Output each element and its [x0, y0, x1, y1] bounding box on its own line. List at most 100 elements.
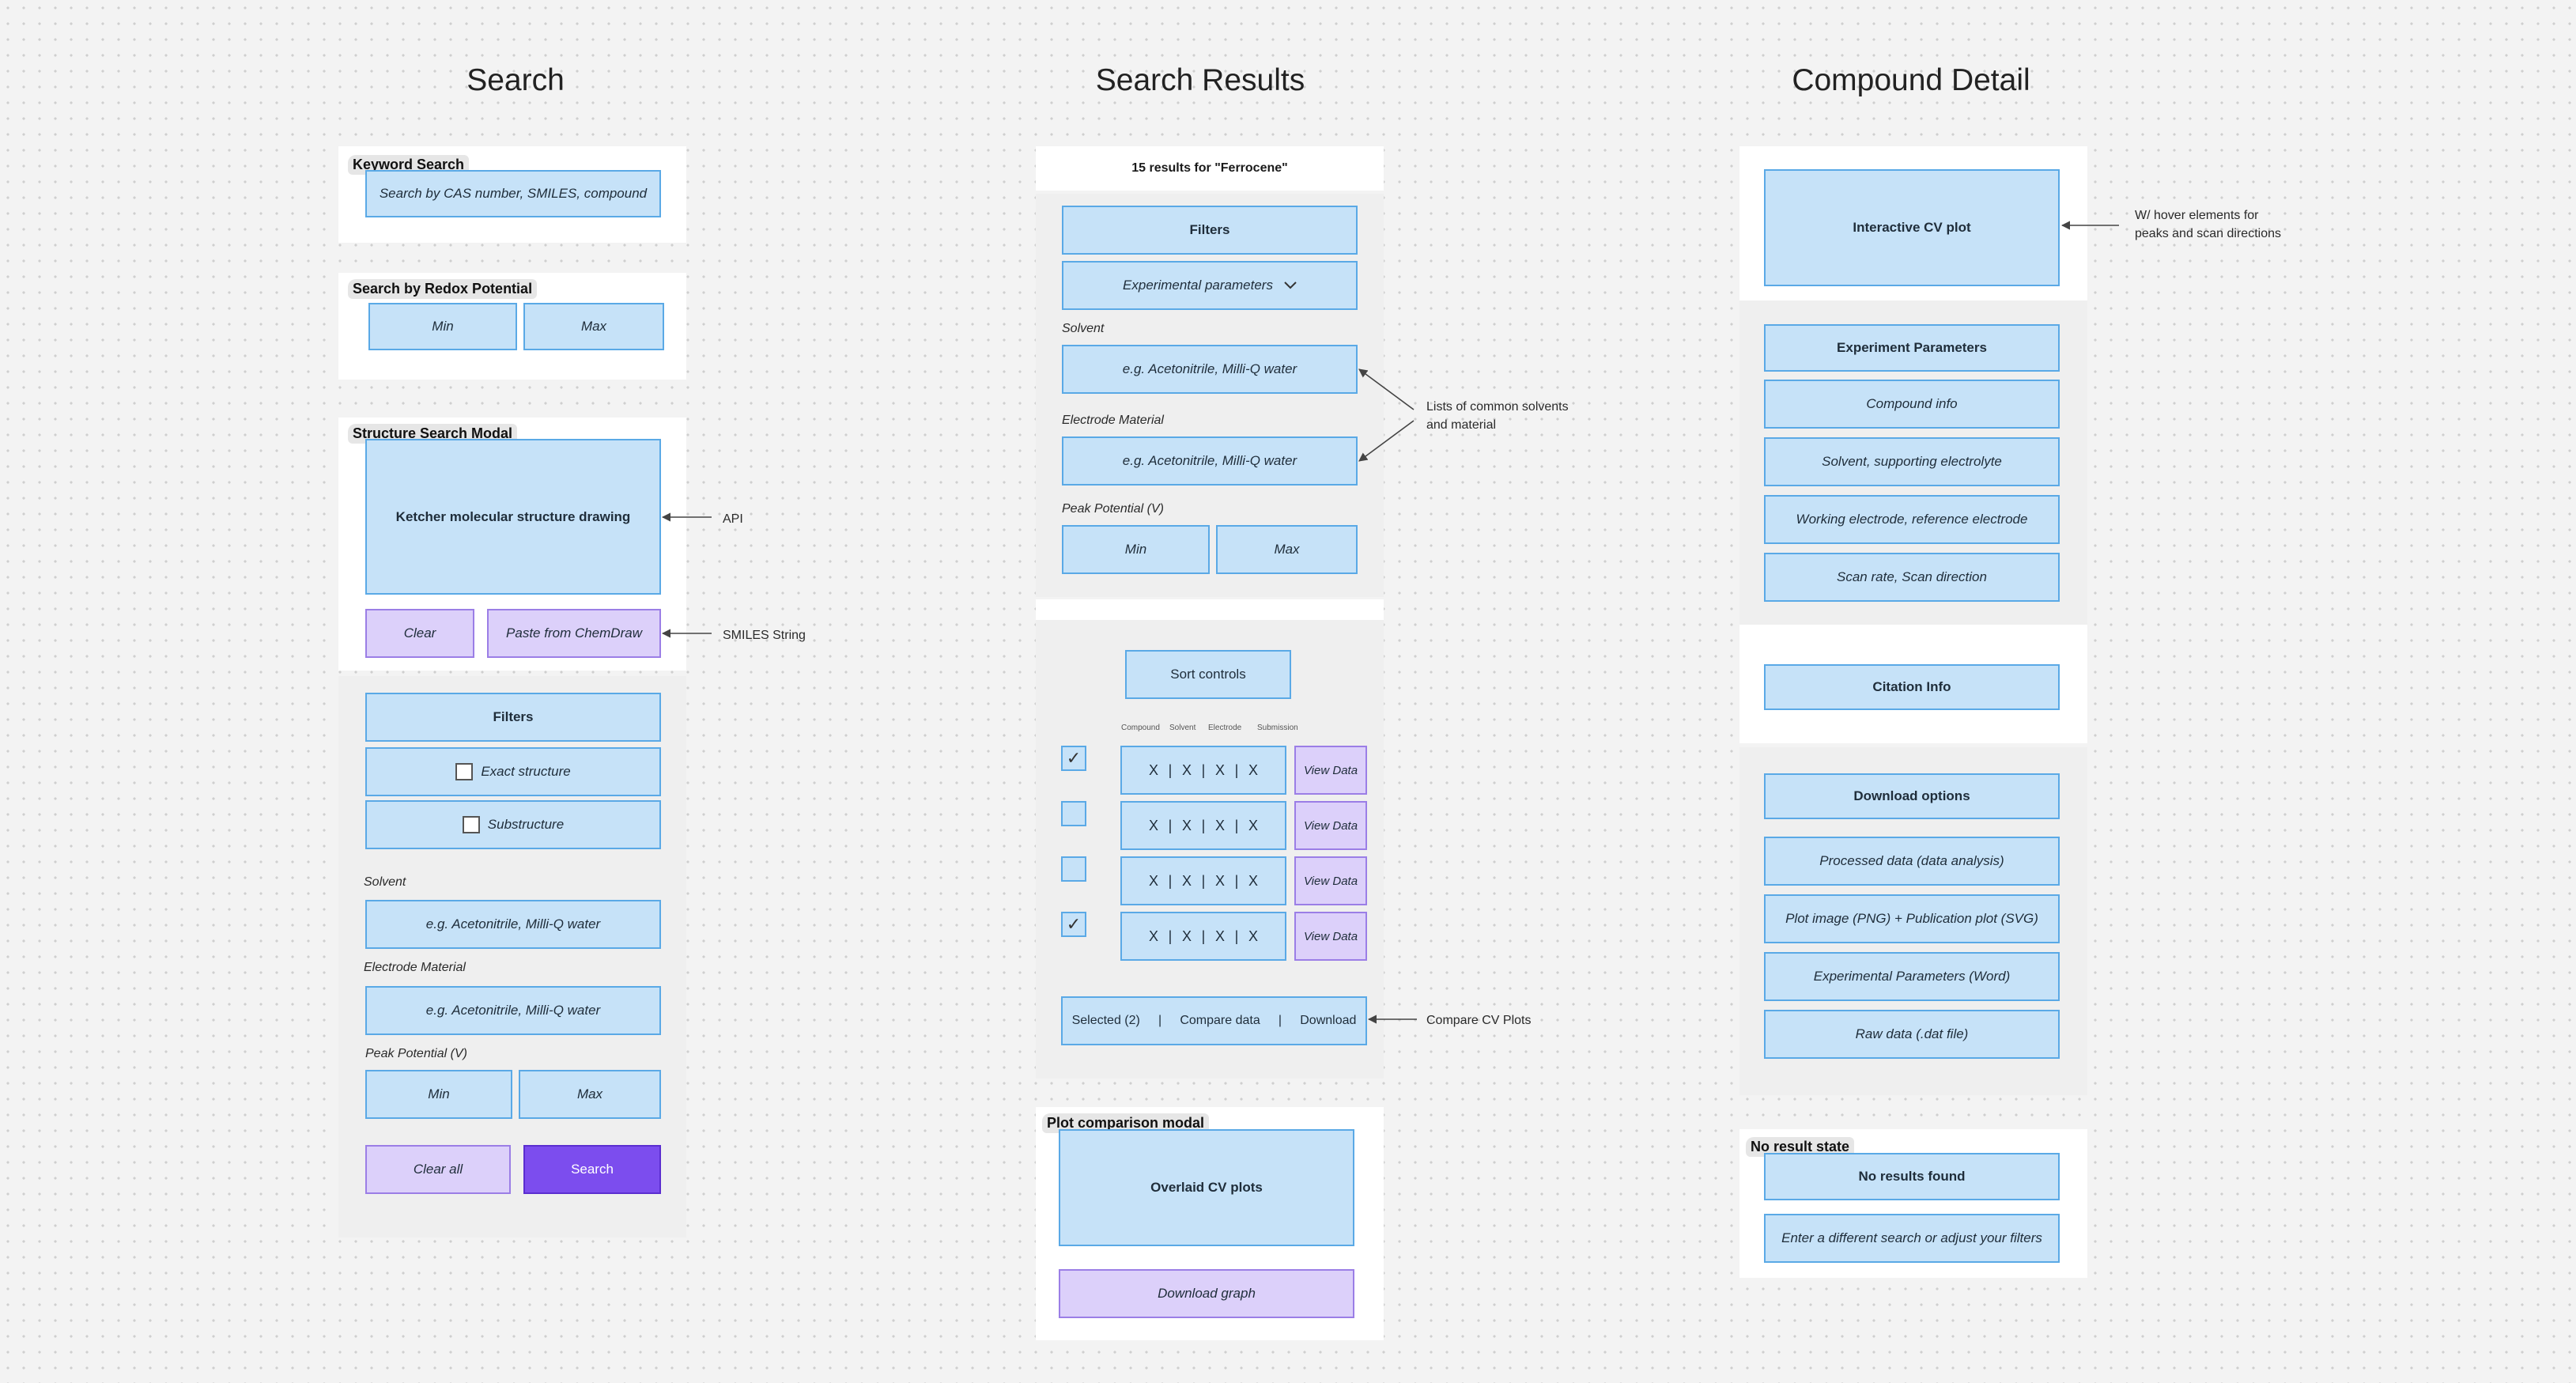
scan-info: Scan rate, Scan direction — [1764, 553, 2060, 602]
column-header-compound: Compound — [1121, 724, 1160, 732]
results-peak-max-input[interactable]: Max — [1216, 525, 1358, 574]
row-4-electrode: X — [1214, 928, 1225, 944]
result-row-3[interactable]: X|X|X|X — [1120, 856, 1286, 905]
row-3-submission: X — [1248, 872, 1258, 889]
row-2-submission: X — [1248, 817, 1258, 833]
result-row-4[interactable]: X | X | X | X — [1120, 912, 1286, 961]
row-1-submission: X — [1248, 761, 1258, 778]
row-1-compound: X — [1148, 761, 1158, 778]
row-3-separator: | — [1168, 872, 1173, 889]
results-solvent-label: Solvent — [1062, 322, 1105, 335]
search-peak-min-input[interactable]: Min — [365, 1070, 512, 1119]
search-solvent-input[interactable]: e.g. Acetonitrile, Milli-Q water — [365, 900, 661, 949]
column-header-electrode: Electrode — [1208, 724, 1242, 732]
download-raw-data[interactable]: Raw data (.dat file) — [1764, 1010, 2060, 1059]
selected-count: Selected (2) — [1071, 1014, 1140, 1027]
row-2-checkbox[interactable] — [1061, 801, 1086, 826]
checkmark-icon: ✓ — [1066, 914, 1082, 934]
clear-structure-button[interactable]: Clear — [365, 609, 474, 658]
download-graph-button[interactable]: Download graph — [1059, 1269, 1354, 1318]
row-4-separator: | — [1234, 928, 1239, 944]
substructure-checkbox[interactable] — [462, 816, 480, 833]
column-header-submission: Submission — [1257, 724, 1298, 732]
search-peak-label: Peak Potential (V) — [365, 1047, 467, 1060]
result-row-2[interactable]: X|X|X|X — [1120, 801, 1286, 850]
row-1-separator: | — [1168, 761, 1173, 778]
no-results-hint: Enter a different search or adjust your … — [1764, 1214, 2060, 1263]
row-2-separator: | — [1201, 817, 1206, 833]
solvent-info: Solvent, supporting electrolyte — [1764, 437, 2060, 486]
row-1-separator: | — [1234, 761, 1239, 778]
row-2-separator: | — [1234, 817, 1239, 833]
row-1-separator: | — [1201, 761, 1206, 778]
row-4-separator: | — [1168, 928, 1173, 944]
compare-data-button[interactable]: Compare data — [1180, 1014, 1260, 1027]
search-results-heading: Search Results — [1095, 63, 1305, 97]
download-experimental-parameters[interactable]: Experimental Parameters (Word) — [1764, 952, 2060, 1001]
row-1-view-data-button[interactable]: View Data — [1294, 746, 1367, 795]
exact-structure-option[interactable]: Exact structure — [365, 747, 661, 796]
download-options-header: Download options — [1764, 773, 2060, 819]
chevron-down-icon — [1284, 282, 1297, 289]
keyword-search-input[interactable]: Search by CAS number, SMILES, compound — [365, 170, 661, 217]
results-peak-min-input[interactable]: Min — [1062, 525, 1210, 574]
substructure-label: Substructure — [487, 817, 565, 832]
compound-detail-heading: Compound Detail — [1792, 63, 2030, 97]
row-3-electrode: X — [1214, 872, 1225, 889]
row-4-submission: X — [1248, 928, 1258, 944]
row-1-solvent: X — [1181, 761, 1192, 778]
hover-note: W/ hover elements for peaks and scan dir… — [2135, 206, 2281, 243]
row-3-compound: X — [1148, 872, 1158, 889]
results-electrode-label: Electrode Material — [1062, 414, 1164, 427]
result-row-1[interactable]: X|X|X|X — [1120, 746, 1286, 795]
lists-note: Lists of common solvents and material — [1426, 398, 1569, 434]
results-filters-header: Filters — [1062, 206, 1358, 255]
row-4-separator: | — [1201, 928, 1206, 944]
row-4-checkbox[interactable]: ✓ — [1061, 912, 1086, 937]
redox-max-input[interactable]: Max — [523, 303, 664, 350]
lists-note-line-1: Lists of common solvents — [1426, 400, 1569, 414]
overlaid-cv-plots[interactable]: Overlaid CV plots — [1059, 1129, 1354, 1246]
sort-controls-button[interactable]: Sort controls — [1125, 650, 1291, 699]
search-button[interactable]: Search — [523, 1145, 661, 1194]
search-electrode-label: Electrode Material — [364, 961, 466, 974]
row-2-view-data-button[interactable]: View Data — [1294, 801, 1367, 850]
experimental-parameters-dropdown[interactable]: Experimental parameters — [1062, 261, 1358, 310]
substructure-option[interactable]: Substructure — [365, 800, 661, 849]
row-4-compound: X — [1148, 928, 1158, 944]
row-3-view-data-button[interactable]: View Data — [1294, 856, 1367, 905]
lists-note-line-2: and material — [1426, 418, 1497, 433]
experiment-parameters-header: Experiment Parameters — [1764, 324, 2060, 372]
search-solvent-label: Solvent — [364, 875, 406, 889]
exact-structure-checkbox[interactable] — [455, 763, 474, 780]
bulk-action-bar: Selected (2) | Compare data | Download — [1061, 996, 1367, 1045]
row-3-checkbox[interactable] — [1061, 856, 1086, 882]
download-processed-data[interactable]: Processed data (data analysis) — [1764, 837, 2060, 886]
electrode-info: Working electrode, reference electrode — [1764, 495, 2060, 544]
row-2-electrode: X — [1214, 817, 1225, 833]
row-3-separator: | — [1234, 872, 1239, 889]
row-4-view-data-button[interactable]: View Data — [1294, 912, 1367, 961]
redox-min-input[interactable]: Min — [368, 303, 517, 350]
download-plot-image[interactable]: Plot image (PNG) + Publication plot (SVG… — [1764, 894, 2060, 943]
column-header-solvent: Solvent — [1169, 724, 1196, 732]
search-electrode-input[interactable]: e.g. Acetonitrile, Milli-Q water — [365, 986, 661, 1035]
api-note: API — [723, 512, 743, 526]
ketcher-drawing-area[interactable]: Ketcher molecular structure drawing — [365, 439, 661, 595]
results-solvent-input[interactable]: e.g. Acetonitrile, Milli-Q water — [1062, 345, 1358, 394]
clear-all-button[interactable]: Clear all — [365, 1145, 511, 1194]
download-button[interactable]: Download — [1300, 1014, 1357, 1027]
search-filters-header: Filters — [365, 693, 661, 742]
row-2-compound: X — [1148, 817, 1158, 833]
search-heading: Search — [466, 63, 565, 97]
hover-note-line-2: peaks and scan directions — [2135, 227, 2281, 241]
results-electrode-input[interactable]: e.g. Acetonitrile, Milli-Q water — [1062, 436, 1358, 486]
citation-info[interactable]: Citation Info — [1764, 664, 2060, 710]
row-4-solvent: X — [1181, 928, 1192, 944]
interactive-cv-plot[interactable]: Interactive CV plot — [1764, 169, 2060, 286]
paste-chemdraw-button[interactable]: Paste from ChemDraw — [487, 609, 661, 658]
row-1-checkbox[interactable]: ✓ — [1061, 746, 1086, 771]
exact-structure-label: Exact structure — [481, 764, 571, 779]
search-peak-max-input[interactable]: Max — [519, 1070, 661, 1119]
compare-cv-note: Compare CV Plots — [1426, 1014, 1532, 1027]
